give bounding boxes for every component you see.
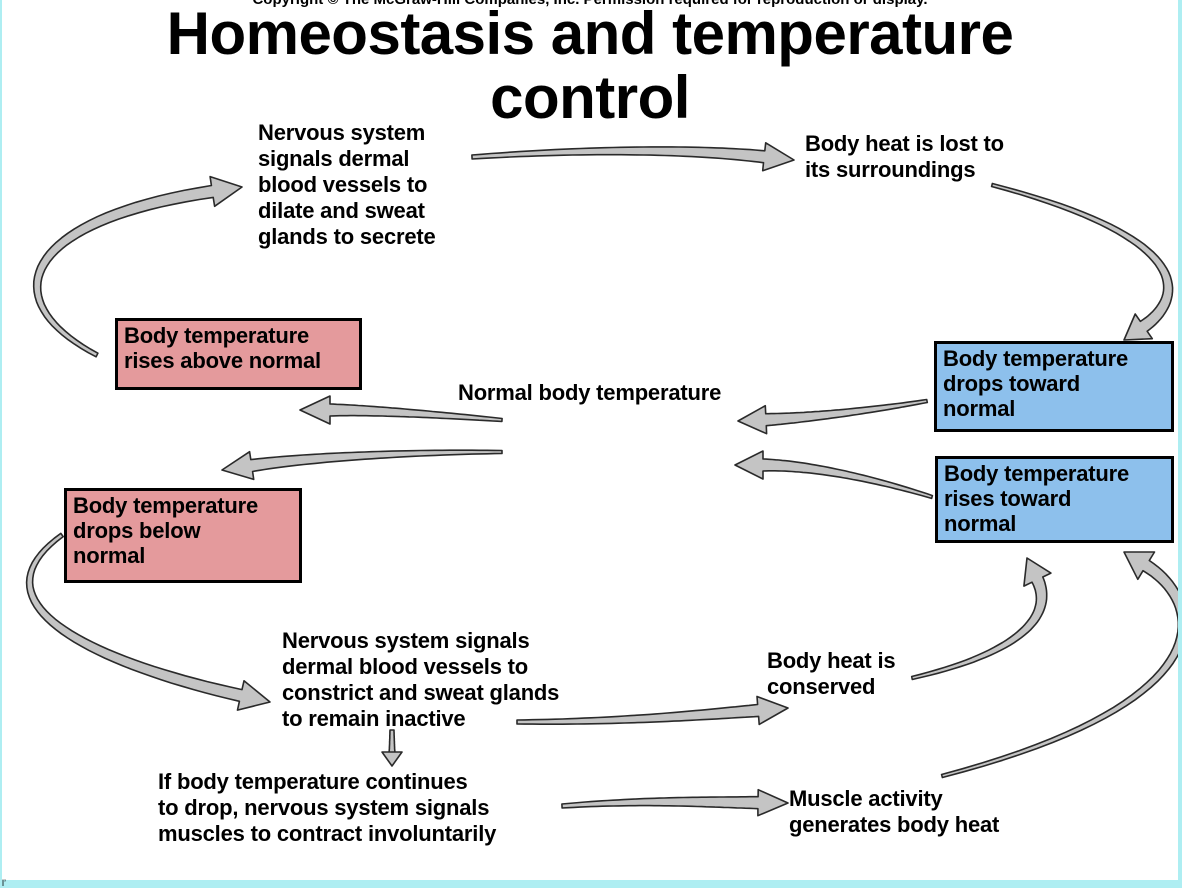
node-text: Body temperature — [124, 323, 310, 348]
node-text: its surroundings — [805, 157, 976, 182]
node-text: Body heat is — [767, 648, 896, 673]
node-text: muscles to contract involuntarily — [158, 821, 497, 846]
page-title: Homeostasis and temperature control — [2, 2, 1178, 130]
arrow-dilate-to-heat-lost — [471, 142, 795, 172]
box-rises-above-normal: Body temperature rises above normal — [115, 318, 362, 390]
node-text: blood vessels to — [258, 172, 428, 197]
node-text: normal — [73, 543, 146, 568]
node-nervous-dilate: Nervous system signals dermal blood vess… — [258, 120, 436, 250]
node-continues-drop: If body temperature continues to drop, n… — [158, 769, 496, 847]
node-nervous-constrict: Nervous system signals dermal blood vess… — [282, 628, 559, 732]
arrow-heat-lost-to-drops-toward — [990, 182, 1174, 341]
node-text: Body temperature — [943, 346, 1129, 371]
arrow-drops-below-to-constrict — [25, 532, 271, 711]
node-text: rises toward — [944, 486, 1072, 511]
node-text: Body temperature — [944, 461, 1130, 486]
node-heat-conserved: Body heat is conserved — [767, 648, 896, 700]
arrow-rises-toward-to-normal — [734, 450, 934, 500]
node-text: to drop, nervous system signals — [158, 795, 490, 820]
node-text: drops toward — [943, 371, 1080, 396]
node-text: dermal blood vessels to — [282, 654, 529, 679]
node-text: drops below — [73, 518, 201, 543]
arrow-normal-to-rises-above — [299, 395, 503, 425]
node-text: Body heat is lost to — [805, 131, 1004, 156]
node-text: glands to secrete — [258, 224, 436, 249]
node-normal-temperature: Normal body temperature — [458, 380, 722, 405]
arrow-muscle-to-rises-toward — [940, 551, 1178, 779]
arrow-continues-to-muscle — [561, 788, 789, 817]
node-text: normal — [943, 396, 1016, 421]
arrow-normal-to-drops-below — [221, 449, 503, 481]
box-rises-toward-normal: Body temperature rises toward normal — [935, 456, 1174, 543]
box-drops-toward-normal: Body temperature drops toward normal — [934, 341, 1174, 432]
title-line-2: control — [490, 64, 690, 131]
node-text: Nervous system — [258, 120, 426, 145]
node-text: If body temperature continues — [158, 769, 468, 794]
node-text: Body temperature — [73, 493, 259, 518]
title-line-1: Homeostasis and temperature — [166, 0, 1014, 67]
node-text: signals dermal — [258, 146, 410, 171]
arrow-constrict-to-conserved — [516, 695, 789, 726]
corner-mark: l’ — [2, 878, 6, 888]
arrow-constrict-to-continues — [381, 729, 403, 767]
node-text: to remain inactive — [282, 706, 466, 731]
node-text: Muscle activity — [789, 786, 943, 811]
node-text: Nervous system signals — [282, 628, 530, 653]
copyright-notice: Copyright © The McGraw-Hill Companies, I… — [2, 0, 1178, 8]
node-muscle-activity: Muscle activity generates body heat — [789, 786, 999, 838]
node-text: generates body heat — [789, 812, 1000, 837]
node-text: constrict and sweat glands — [282, 680, 560, 705]
arrow-group — [25, 142, 1178, 817]
arrow-drops-toward-to-normal — [737, 398, 929, 435]
node-text: normal — [944, 511, 1017, 536]
arrow-rises-above-to-dilate — [32, 175, 243, 358]
arrow-conserved-to-rises-toward — [910, 557, 1052, 681]
box-drops-below-normal: Body temperature drops below normal — [64, 488, 302, 583]
node-text: conserved — [767, 674, 876, 699]
node-heat-lost: Body heat is lost to its surroundings — [805, 131, 1004, 183]
node-text: rises above normal — [124, 348, 321, 373]
node-text: dilate and sweat — [258, 198, 425, 223]
